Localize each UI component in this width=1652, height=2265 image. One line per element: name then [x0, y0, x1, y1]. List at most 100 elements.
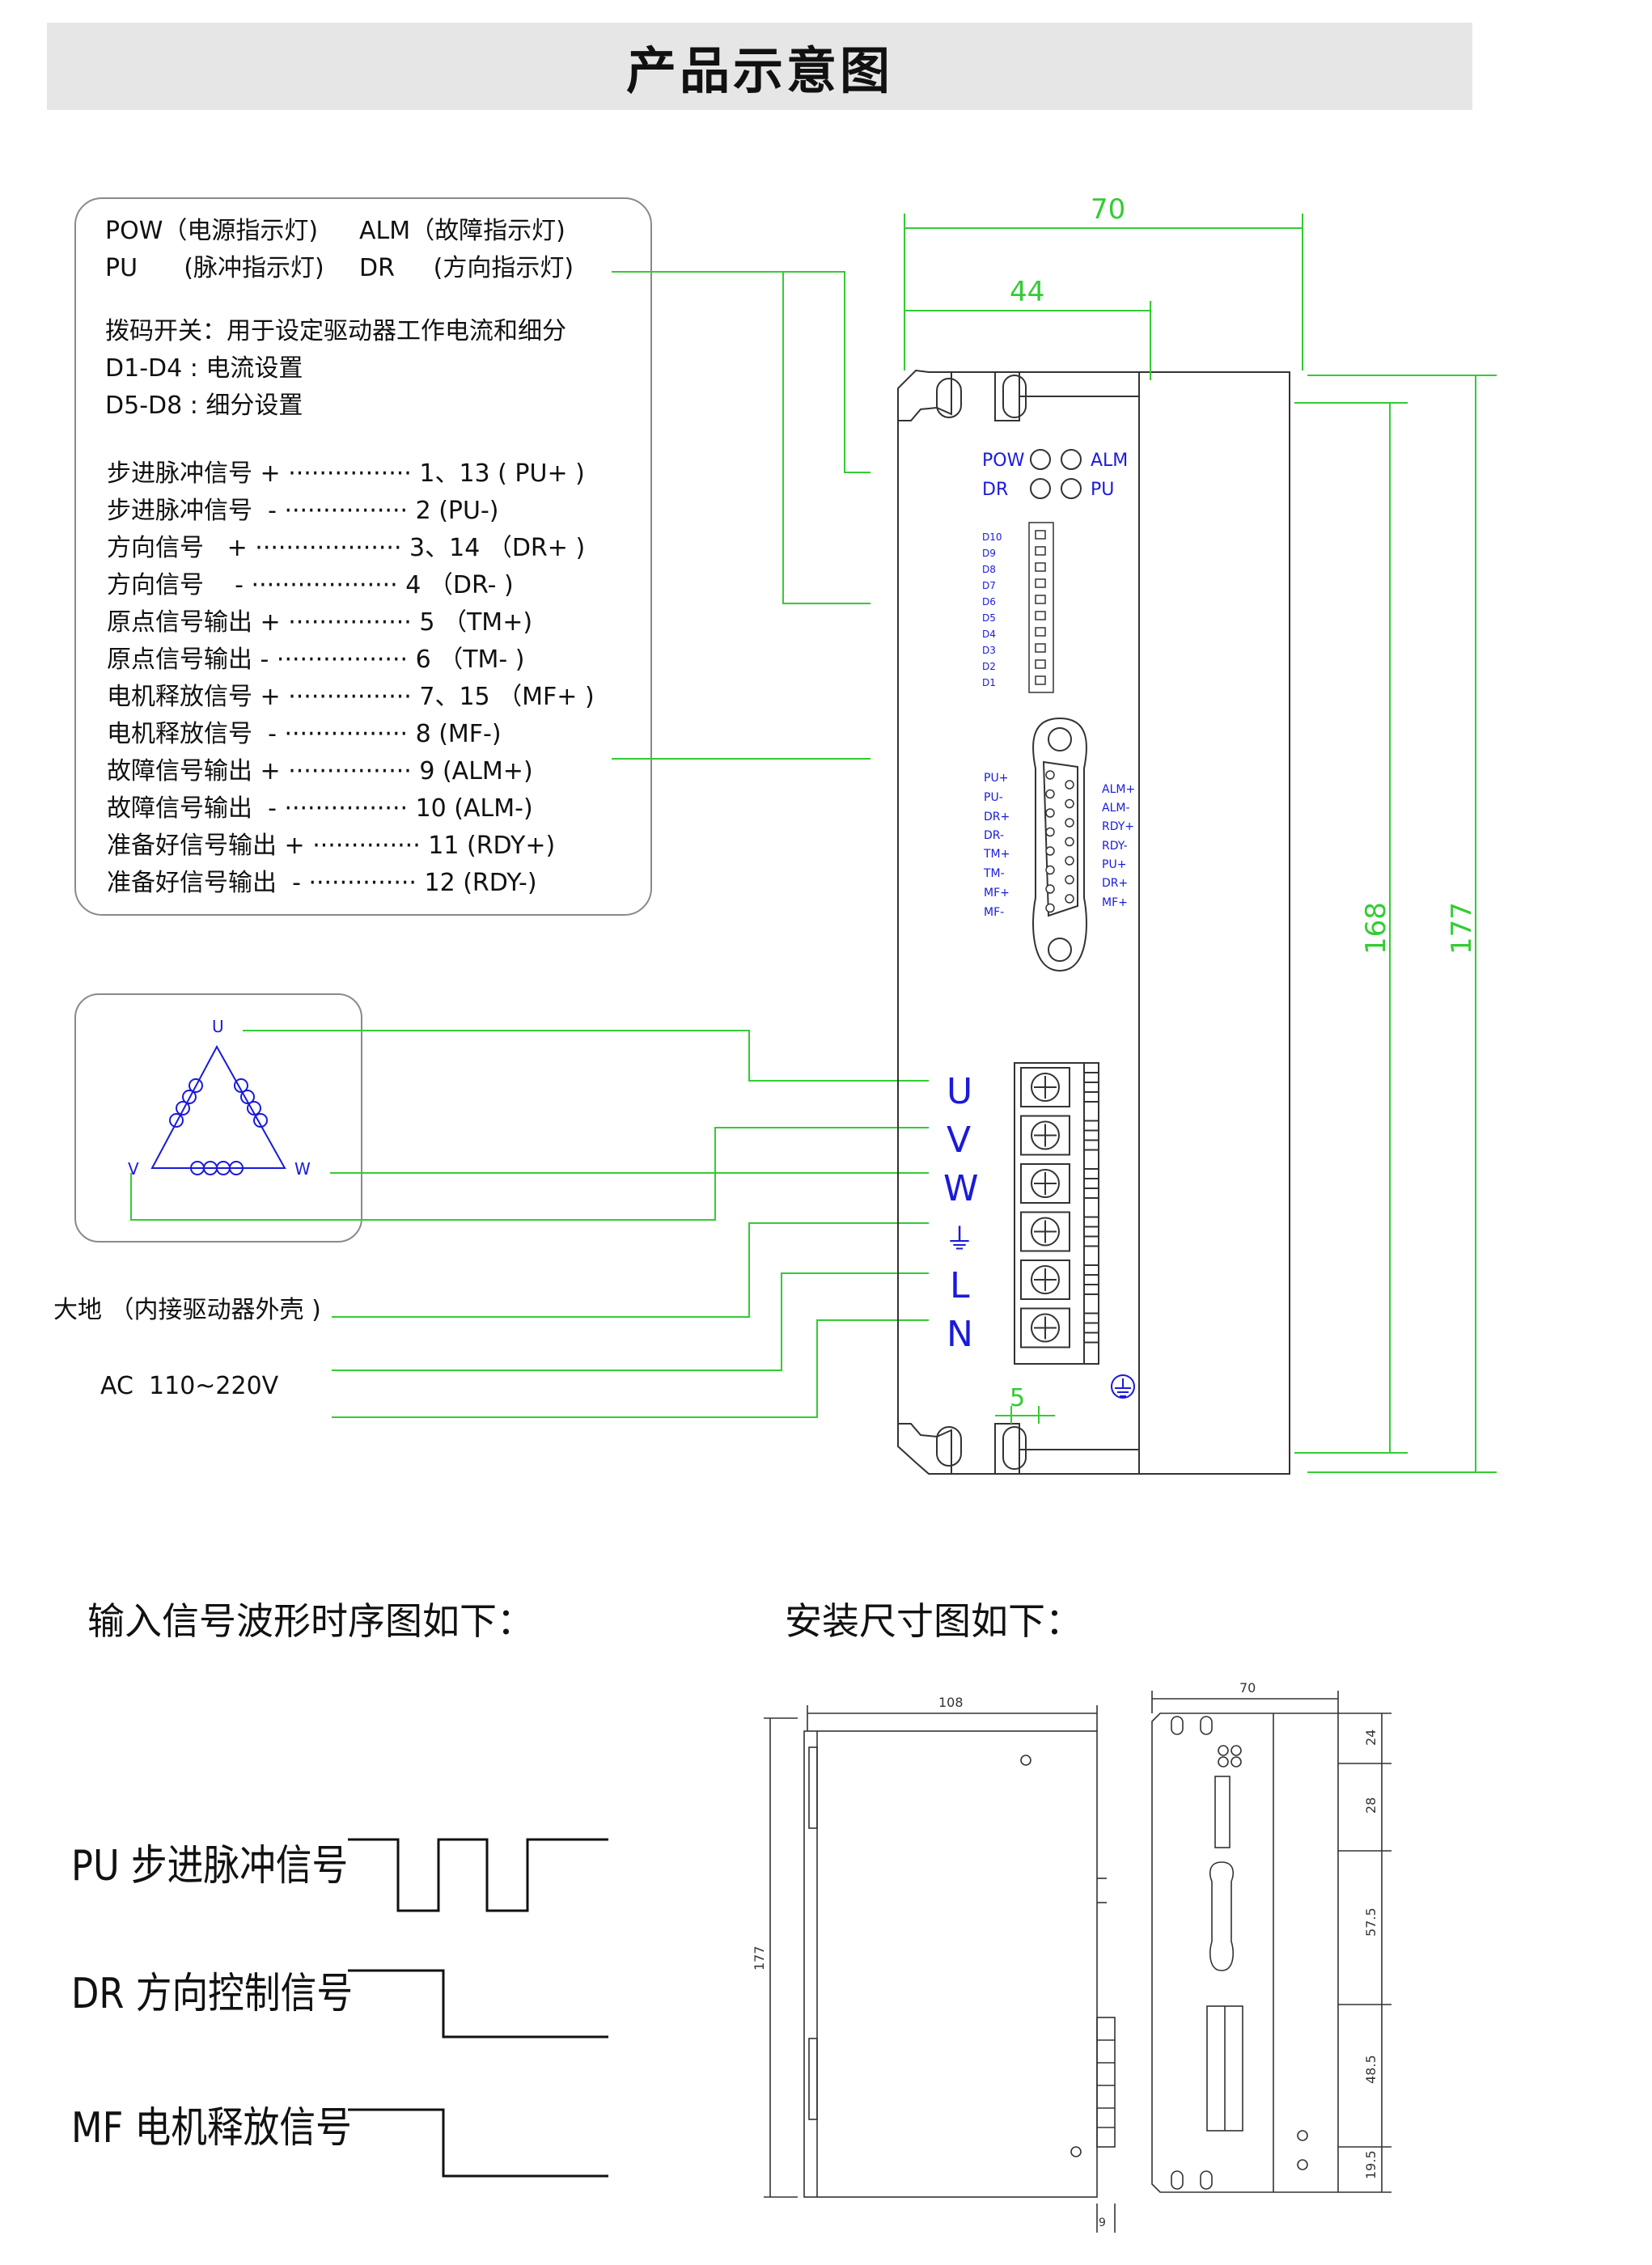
terminal-screw	[1031, 1265, 1060, 1294]
signal-row: 步进脉冲信号 + ················ 1、13 ( PU+ )	[107, 459, 585, 488]
db-right-label: ALM+	[1102, 783, 1135, 796]
db-right-label: DR+	[1102, 877, 1128, 890]
dip-switch	[1028, 522, 1054, 693]
signal-row: 步进脉冲信号 - ················ 2 (PU-)	[107, 497, 499, 525]
terminal-n: N	[947, 1314, 973, 1355]
led-alm: ALM	[1091, 451, 1128, 471]
dip-microstep-desc: D5-D8 : 细分设置	[105, 392, 303, 420]
led-legend-pu: PU (脉冲指示灯)	[105, 254, 324, 282]
led-legend-alm: ALM（故障指示灯)	[359, 217, 565, 245]
motor-v-label: V	[128, 1159, 139, 1179]
waveform-heading: 输入信号波形时序图如下：	[87, 1599, 534, 1643]
dip-switch-desc: 拨码开关：用于设定驱动器工作电流和细分	[105, 317, 566, 345]
terminal-ground: ⏚	[945, 1223, 974, 1256]
db15-pin	[1065, 818, 1074, 828]
dim-width-total: 70	[1091, 193, 1125, 226]
db-left-label: MF-	[984, 906, 1004, 919]
db-left-label: DR-	[984, 829, 1004, 842]
motor-u-label: U	[212, 1017, 224, 1036]
db-right-label: PU+	[1102, 858, 1126, 871]
signal-row: 准备好信号输出 - ·············· 12 (RDY-)	[107, 869, 537, 897]
db15-pin	[1045, 808, 1055, 818]
terminal-screw	[1031, 1313, 1060, 1343]
signal-row: 准备好信号输出 + ·············· 11 (RDY+)	[107, 832, 556, 860]
waveform-dr-label: DR 方向控制信号	[71, 1970, 354, 2018]
terminal-screw-housing	[1020, 1067, 1070, 1107]
led-indicators	[1030, 449, 1082, 499]
db-left-label: PU-	[984, 791, 1003, 804]
mount-side-bottom: 9	[1099, 2216, 1106, 2229]
mount-heading: 安装尺寸图如下：	[785, 1599, 1082, 1643]
db-right-label: RDY+	[1102, 820, 1134, 833]
title-bar: 产品示意图	[47, 23, 1472, 110]
ground-icon	[1111, 1374, 1135, 1399]
led-pu: PU	[1091, 480, 1114, 500]
motor-triangle	[150, 1044, 286, 1175]
ac-input-label: AC 110~220V	[100, 1372, 279, 1400]
motor-w-label: W	[294, 1159, 311, 1179]
db15-connector	[1032, 717, 1087, 972]
signal-row: 电机释放信号 + ················ 7、15 （MF+ )	[107, 683, 595, 711]
dip-label: D8	[982, 564, 996, 575]
dim-height-total: 177	[1446, 902, 1478, 955]
terminal-l: L	[950, 1265, 970, 1306]
dip-label: D3	[982, 645, 996, 656]
db15-pin	[1065, 874, 1074, 885]
db-right-label: ALM-	[1102, 802, 1130, 815]
mount-side-width: 108	[938, 1695, 964, 1710]
db-left-label: TM-	[983, 867, 1005, 880]
dip-label: D6	[982, 596, 996, 608]
waveforms	[348, 1838, 608, 2178]
led-pow: POW	[982, 451, 1025, 471]
db15-pin	[1045, 846, 1055, 856]
led-legend-dr: DR (方向指示灯)	[359, 254, 574, 282]
dim-terminal-offset: 5	[1010, 1384, 1025, 1412]
terminal-screw-housing	[1020, 1260, 1070, 1300]
db-left-label: TM+	[983, 848, 1010, 861]
db15-pin	[1065, 894, 1074, 904]
terminal-screw	[1031, 1073, 1060, 1102]
db-right-label: MF+	[1102, 896, 1128, 909]
dip-label: D4	[982, 629, 996, 640]
terminal-screw-housing	[1020, 1307, 1070, 1348]
db15-pin	[1045, 770, 1055, 780]
terminal-screw	[1031, 1120, 1060, 1150]
signal-row: 故障信号输出 + ················ 9 (ALM+)	[107, 757, 533, 785]
terminal-u: U	[947, 1071, 972, 1112]
mount-front-view	[1151, 1691, 1391, 2193]
signal-row: 方向信号 + ··················· 3、14 （DR+ )	[107, 534, 586, 562]
description-panel	[74, 197, 652, 916]
dip-current-desc: D1-D4 : 电流设置	[105, 354, 303, 383]
mount-front-width: 70	[1239, 1680, 1256, 1696]
dip-label: D10	[982, 531, 1002, 543]
terminal-w: W	[943, 1168, 979, 1209]
dim-width-front: 44	[1010, 276, 1044, 308]
leader-lines	[130, 271, 929, 1418]
terminal-screw-housing	[1020, 1211, 1070, 1252]
db-right-label: RDY-	[1102, 840, 1128, 853]
dip-label: D9	[982, 548, 996, 559]
terminal-screw-housing	[1020, 1163, 1070, 1204]
signal-row: 电机释放信号 - ················ 8 (MF-)	[107, 720, 502, 748]
earth-label: 大地 （内接驱动器外壳 )	[53, 1296, 321, 1324]
db15-pin	[1045, 884, 1055, 894]
mount-front-h4: 48.5	[1363, 2055, 1379, 2084]
led-legend-pow: POW（电源指示灯)	[105, 217, 319, 245]
db-left-label: MF+	[984, 887, 1010, 900]
dip-label: D2	[982, 661, 996, 672]
page-title: 产品示意图	[625, 41, 893, 100]
db15-pin	[1045, 903, 1055, 913]
terminal-screw	[1031, 1169, 1060, 1198]
waveform-pu-label: PU 步进脉冲信号	[71, 1842, 349, 1890]
dim-height-inner: 168	[1360, 902, 1392, 955]
db15-pin	[1065, 780, 1074, 790]
dip-label: D1	[982, 677, 996, 688]
db-left-label: PU+	[984, 772, 1008, 785]
dimension-lines	[904, 214, 1497, 1473]
signal-row: 原点信号输出 + ················ 5 （TM+)	[107, 608, 533, 637]
driver-body	[897, 369, 1290, 1475]
terminal-screw	[1031, 1217, 1060, 1247]
mount-side-height: 177	[752, 1945, 767, 1971]
dip-label: D7	[982, 580, 996, 591]
db15-pin	[1065, 798, 1074, 809]
